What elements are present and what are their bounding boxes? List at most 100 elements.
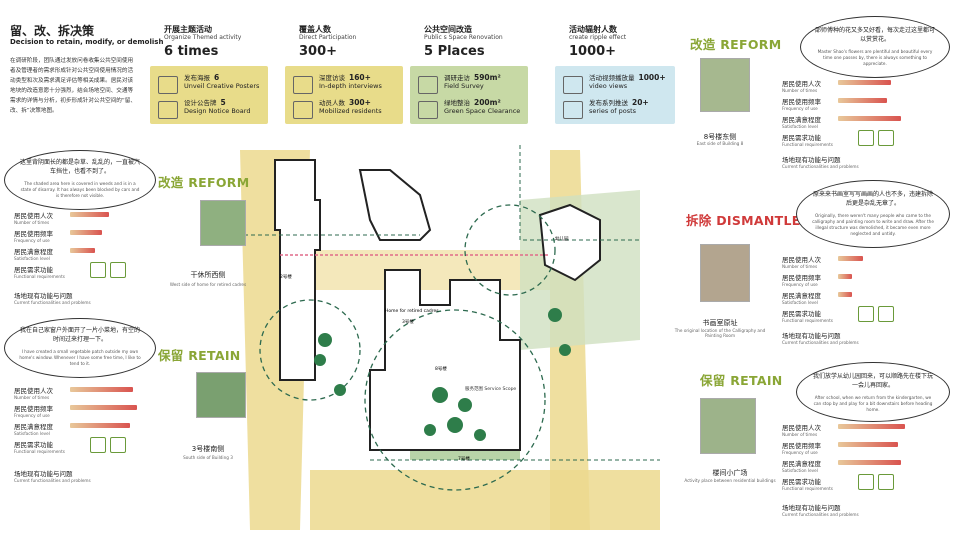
metric-label: 居民使用人次 xyxy=(782,424,821,432)
building-7 xyxy=(369,269,521,451)
metric-label: 居民需求功能 xyxy=(782,478,821,486)
stat-icon xyxy=(563,101,583,119)
stat-value: 300+ xyxy=(299,44,338,59)
map-label-b3: 3号楼 xyxy=(402,318,414,325)
stat-line-en: Field Survey xyxy=(444,82,484,90)
stat-value: 6 times xyxy=(164,44,219,59)
stat-icon xyxy=(418,76,438,94)
metric-label: 居民需求功能 xyxy=(14,266,53,274)
left-retain-caption: 3号楼南侧 xyxy=(191,445,225,453)
stat-sub: Direct Participation xyxy=(299,34,357,41)
function-icon xyxy=(110,437,126,453)
map-label-service: 服务范围 Service Scope xyxy=(465,385,516,392)
metric-label-en: Frequency of use xyxy=(782,282,818,287)
right-dismantle-caption-en: The original location of the Calligraphy… xyxy=(674,328,766,338)
stat-sub: create ripple effect xyxy=(569,34,627,41)
left-reform-quote-en: The shaded area here is covered in weeds… xyxy=(20,181,140,198)
metric-bar xyxy=(838,256,863,261)
map-label-cadres: Home for retired cadres xyxy=(385,308,439,314)
metric-bar xyxy=(70,248,95,253)
right-dismantle-caption: 书画室原址 xyxy=(702,319,738,327)
metric-label: 居民需求功能 xyxy=(782,310,821,318)
stat-icon xyxy=(293,101,313,119)
stat-icon xyxy=(418,101,438,119)
stat-value: 1000+ xyxy=(569,44,617,59)
road-middle xyxy=(310,250,550,290)
map-label-kinder: 幼儿园 xyxy=(555,235,569,242)
metric-bar xyxy=(838,98,887,103)
metric-label: 居民满意程度 xyxy=(14,248,53,256)
stat-line-label: 调研走访 xyxy=(444,74,470,82)
metric-label: 居民满意程度 xyxy=(782,292,821,300)
stat-line-label: 深度访谈 xyxy=(319,74,345,82)
stat-line-en: series of posts xyxy=(589,107,637,115)
metric-label: 居民使用人次 xyxy=(782,256,821,264)
left-retain-quote: 我在自己家窗户外面开了一片小菜地，有空的时间过来打理一下。 xyxy=(19,327,140,343)
intro-title: 留、改、拆决策 xyxy=(10,24,95,38)
stat-head: 覆盖人数 xyxy=(299,25,331,34)
left-reform-caption-en: West side of home for retired cadres xyxy=(169,282,247,287)
metric-bar xyxy=(70,405,137,410)
metric-label: 居民使用频率 xyxy=(782,274,821,282)
stat-line-en: Mobilized residents xyxy=(319,107,382,115)
right-retain-caption: 楼间小广场 xyxy=(712,469,748,477)
stat-head: 公共空间改造 xyxy=(424,25,472,34)
stat-line-value: 1000+ xyxy=(638,73,666,82)
left-reform-label: 改造 REFORM xyxy=(158,175,250,190)
site-map: 2号楼 Home for retired cadres 8号楼 7号楼 幼儿园 … xyxy=(220,140,660,530)
metric-label-en: Satisfaction level xyxy=(782,300,818,305)
left-reform-caption: 干休所西侧 xyxy=(190,271,226,279)
function-icon xyxy=(90,262,106,278)
stat-icon xyxy=(158,76,178,94)
right-reform-quote: 邵师傅种的花又多又好看，每次走过这里都可以赏赏花。 xyxy=(815,27,936,43)
left-reform-quote: 这里背阴面长的都是杂草、乱乱的，一直被汽车挡住，也看不到了。 xyxy=(19,159,140,175)
function-icon xyxy=(858,474,874,490)
map-label-b2: 2号楼 xyxy=(280,273,292,280)
metric-bar xyxy=(838,116,901,121)
right-reform-quote-en: Master Shao's flowers are plentiful and … xyxy=(817,49,933,66)
metric-bar xyxy=(838,80,891,85)
stat-line-label: 设计公告牌 xyxy=(184,99,217,107)
metric-label-en: Functional requirements xyxy=(782,318,833,323)
metric-bar xyxy=(70,230,102,235)
metric-label-en: Satisfaction level xyxy=(782,468,818,473)
right-retain-quote-en: After school, when we return from the ki… xyxy=(813,395,933,412)
right-reform-caption: 8号楼东侧 xyxy=(703,133,737,141)
stat-sub: Organize Themed activity xyxy=(164,34,242,41)
right-retain-photo xyxy=(700,398,756,454)
metric-label-en: Functional requirements xyxy=(782,486,833,491)
stat-line-en: Green Space Clearance xyxy=(444,107,521,115)
right-retain-label: 保留 RETAIN xyxy=(700,373,783,388)
kindergarten xyxy=(538,203,601,282)
stat-icon xyxy=(293,76,313,94)
metric-label-en: Number of times xyxy=(14,395,50,400)
building-2 xyxy=(274,159,321,381)
metric-label: 居民满意程度 xyxy=(14,423,53,431)
stat-line-value: 160+ xyxy=(349,73,371,82)
metric-label-en: Frequency of use xyxy=(782,450,818,455)
metric-label-en: Frequency of use xyxy=(14,413,50,418)
right-reform-bubble: 邵师傅种的花又多又好看，每次走过这里都可以赏赏花。 Master Shao's … xyxy=(800,16,950,78)
stat-line-value: 200m² xyxy=(474,98,501,107)
metric-label: 居民满意程度 xyxy=(782,460,821,468)
intro-text: 在调研阶段，团队通过发放问卷收集公共空间使用者及管理者的需求形成针对公共空间使用… xyxy=(10,58,136,114)
stat-line-label: 绿地整治 xyxy=(444,99,470,107)
stat-line-en: Design Notice Board xyxy=(184,107,251,115)
